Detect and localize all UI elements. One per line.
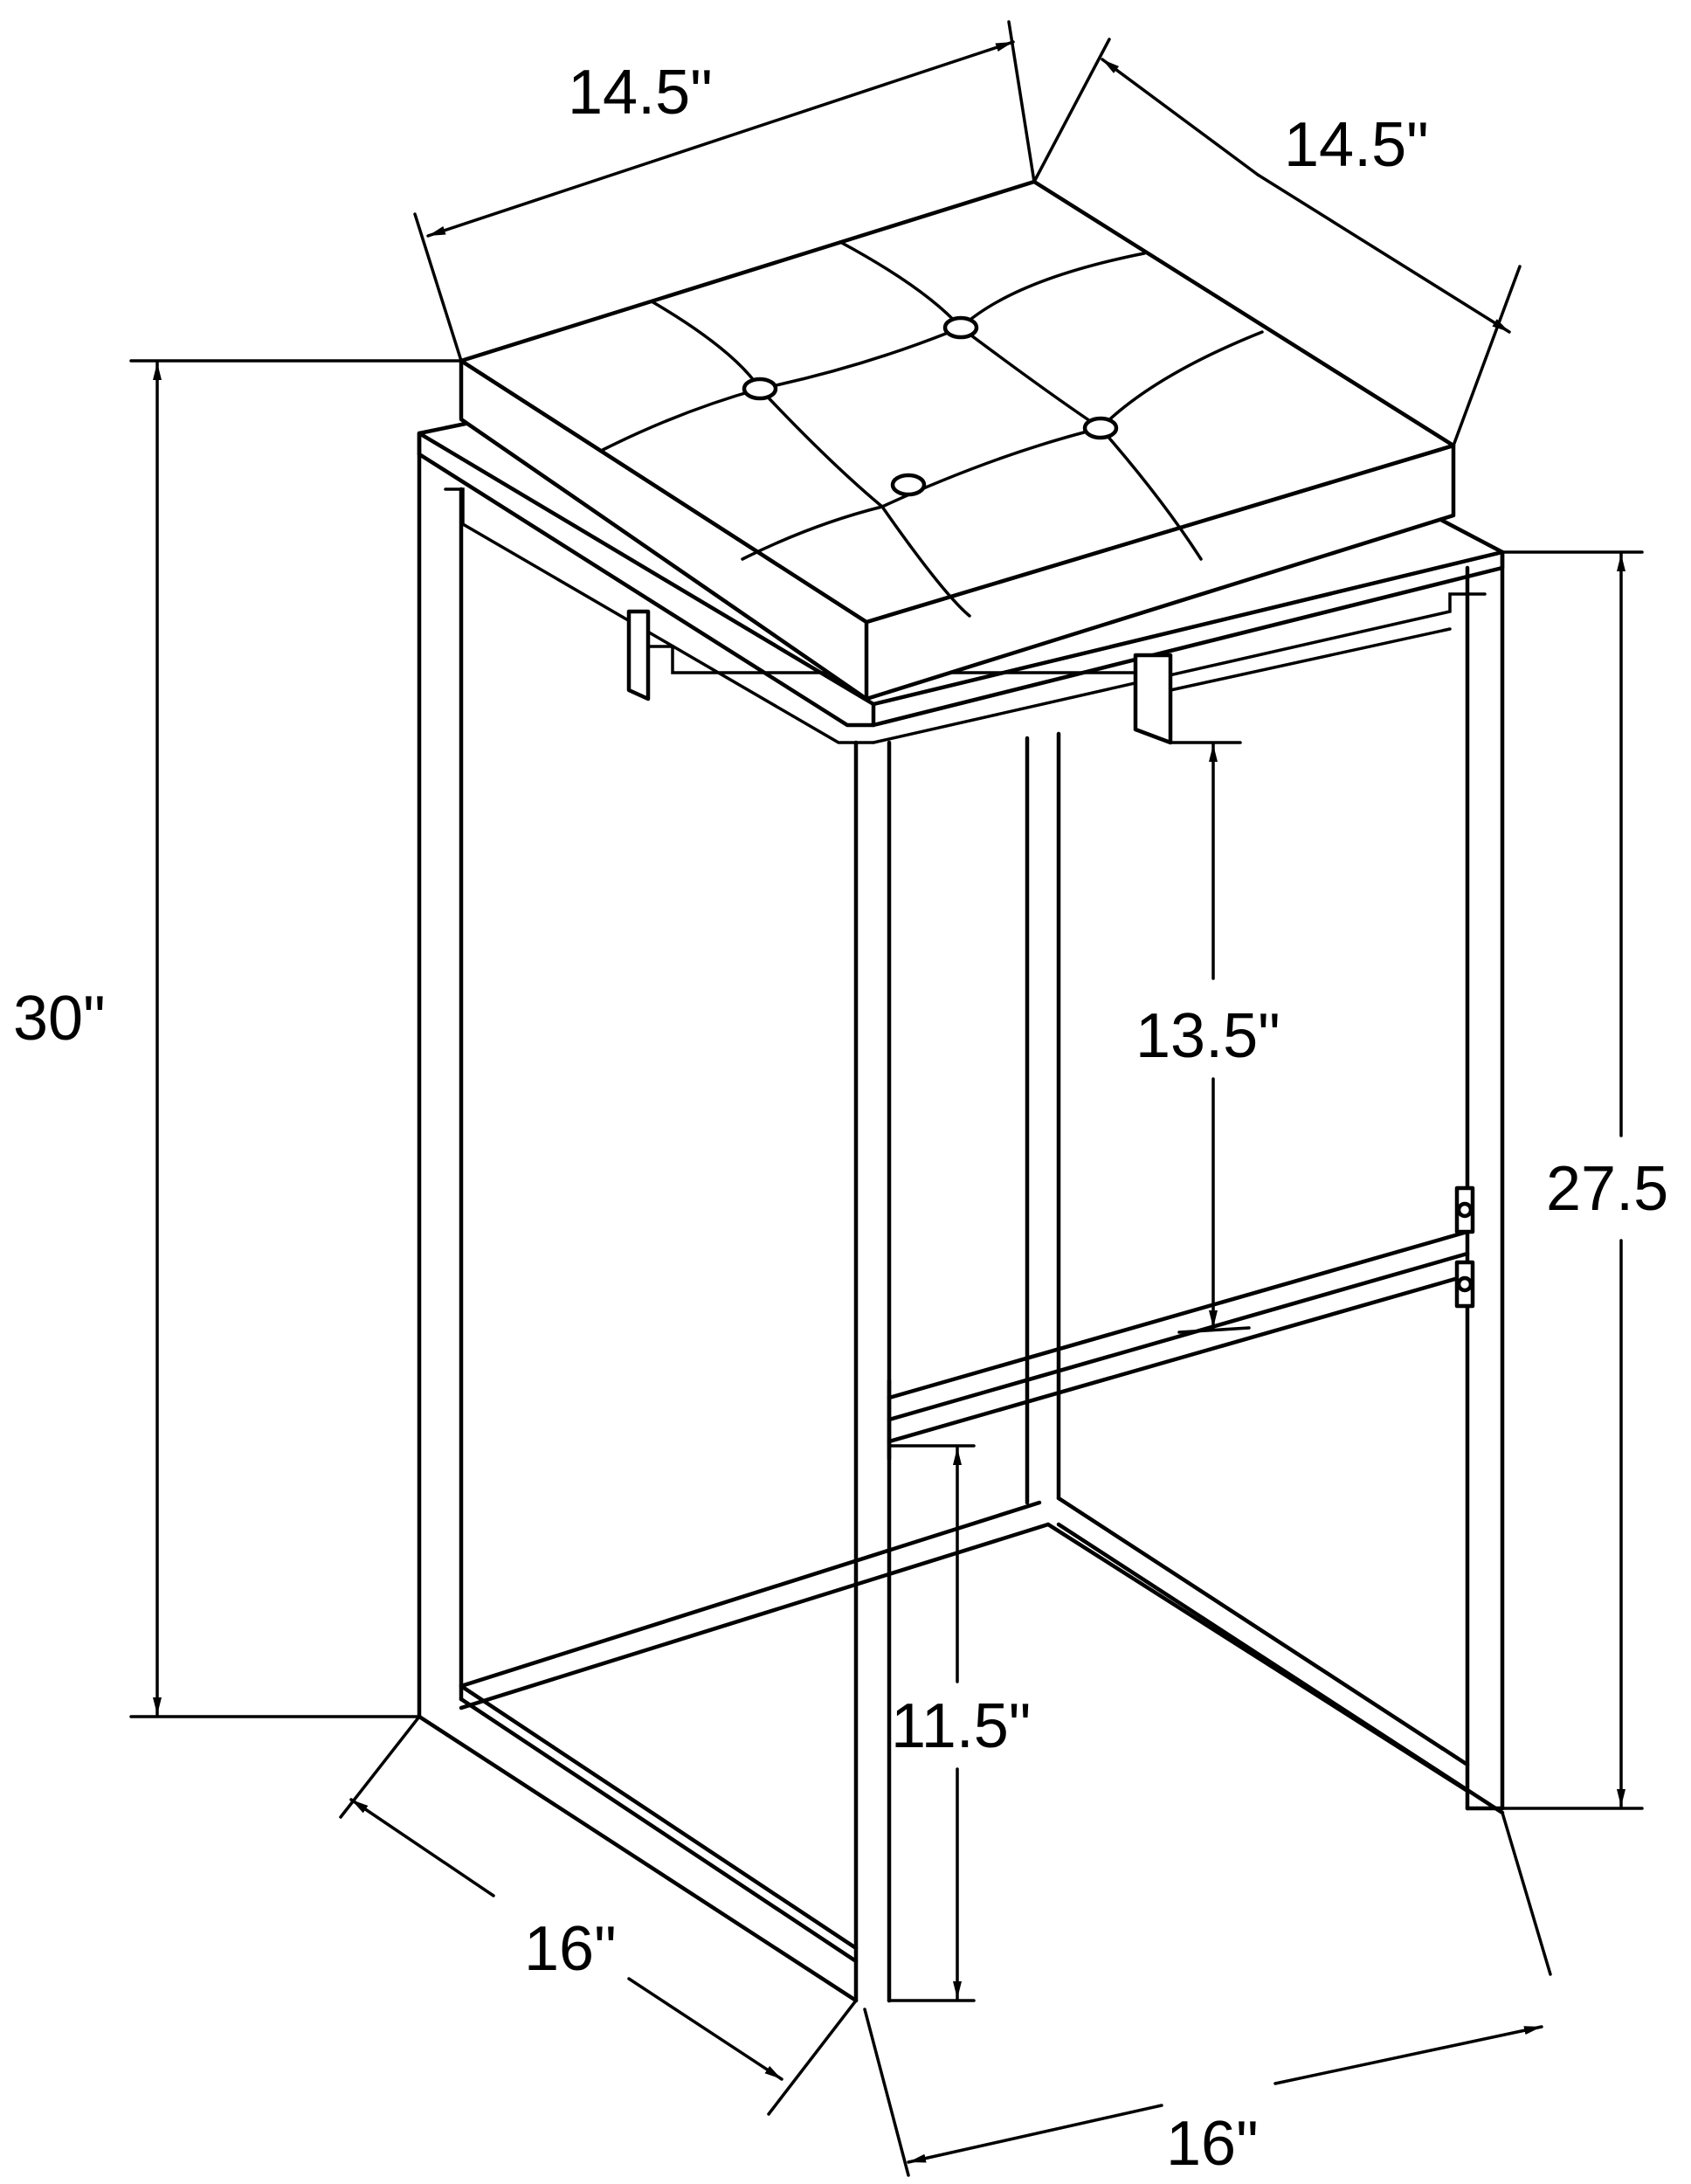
label-overall-height: 30" bbox=[13, 984, 106, 1054]
label-seat-width: 14.5" bbox=[568, 58, 713, 128]
dimension-labels: 14.5" 14.5" 30" 27.5 13.5" 11.5" 16" 16" bbox=[13, 58, 1668, 2179]
label-base-width: 16" bbox=[1166, 2109, 1259, 2179]
label-frame-height: 27.5 bbox=[1546, 1154, 1668, 1224]
label-base-depth: 16" bbox=[524, 1914, 617, 1984]
seat-cushion bbox=[459, 179, 1456, 702]
label-seat-depth: 14.5" bbox=[1284, 110, 1429, 180]
dimension-lines bbox=[129, 20, 1644, 2177]
label-footrest-height: 11.5" bbox=[891, 1691, 1031, 1761]
label-seat-to-footrest: 13.5" bbox=[1135, 1001, 1280, 1071]
